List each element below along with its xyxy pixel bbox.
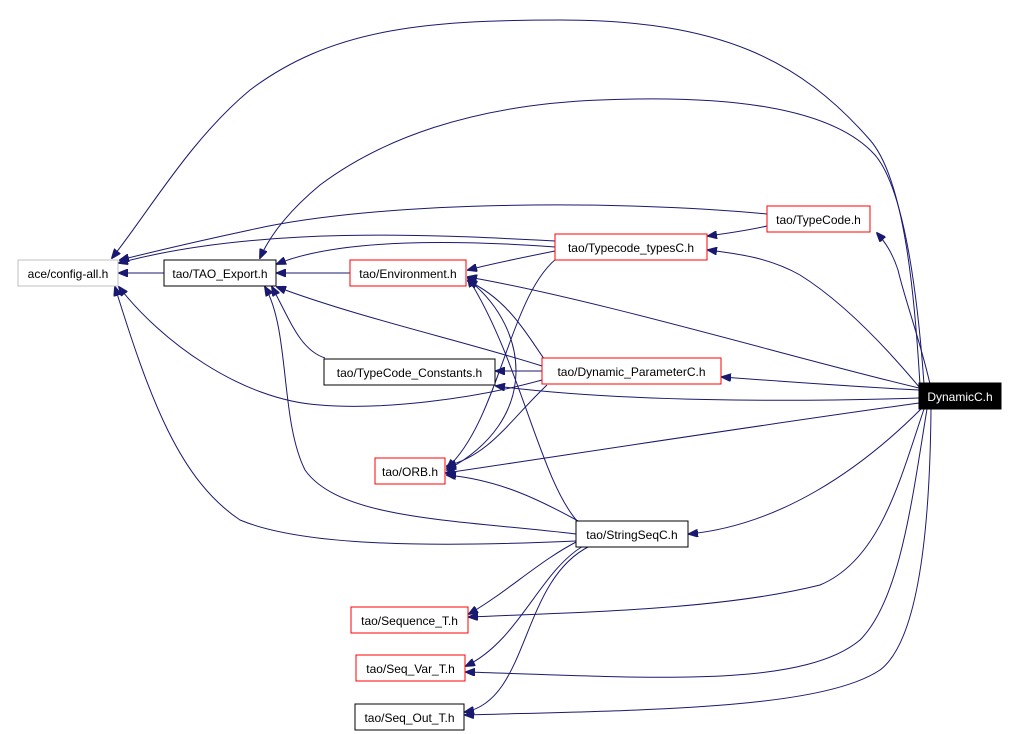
edge-typecode-typesc-to-tao-export (277, 241, 556, 264)
node-label: tao/TAO_Export.h (172, 267, 267, 281)
node-label: tao/Environment.h (359, 267, 456, 281)
edge-dynamicc-to-config-all (112, 19, 921, 386)
node-box (355, 654, 466, 682)
node-dynamic-parameterc[interactable]: tao/Dynamic_ParameterC.h (541, 357, 722, 385)
node-box (163, 259, 277, 287)
node-label: tao/Sequence_T.h (361, 614, 458, 628)
edge-dynamicc-to-tao-export (260, 98, 925, 385)
node-box (17, 259, 119, 287)
node-orb[interactable]: tao/ORB.h (374, 457, 446, 485)
edge-dynamic-parameterc-to-orb (447, 384, 548, 466)
node-sequence-t[interactable]: tao/Sequence_T.h (350, 606, 469, 634)
edge-typecode-typesc-to-environment (468, 250, 556, 270)
node-label: tao/ORB.h (382, 465, 438, 479)
edge-stringseqc-to-orb (447, 475, 581, 523)
edge-dynamicc-to-seq-var-t (466, 408, 928, 678)
edge-stringseqc-to-sequence-t (469, 539, 581, 614)
node-box (354, 703, 465, 731)
node-box (575, 520, 689, 548)
edge-dynamic-parameterc-to-tao-export (277, 287, 543, 367)
node-seq-out-t[interactable]: tao/Seq_Out_T.h (354, 703, 465, 731)
node-label: tao/StringSeqC.h (586, 528, 677, 542)
node-box (918, 382, 1002, 410)
edge-dynamicc-to-environment (468, 277, 920, 389)
node-config-all[interactable]: ace/config-all.h (17, 259, 119, 287)
edge-typecode-constants-to-tao-export (272, 287, 326, 359)
node-label: tao/TypeCode_Constants.h (337, 366, 482, 380)
node-label: tao/TypeCode.h (776, 213, 861, 227)
edge-dynamicc-to-typecode (877, 233, 931, 385)
node-label: tao/Seq_Out_T.h (364, 711, 454, 725)
edge-stringseqc-to-tao-export (265, 287, 577, 535)
edge-dynamic-parameterc-to-config-all (119, 287, 543, 407)
nodes-layer: ace/config-all.h tao/TAO_Export.h tao/Envi… (17, 205, 1002, 731)
edge-stringseqc-to-config-all (115, 287, 577, 545)
node-typecode[interactable]: tao/TypeCode.h (766, 205, 871, 233)
node-box (541, 357, 722, 385)
node-tao-export[interactable]: tao/TAO_Export.h (163, 259, 277, 287)
edge-dynamicc-to-orb (446, 402, 920, 473)
node-box (374, 457, 446, 485)
edge-dynamicc-to-typecode-constants (496, 386, 920, 401)
node-box (349, 259, 467, 287)
edge-stringseqc-to-environment (468, 278, 579, 523)
edge-dynamicc-to-sequence-t (469, 408, 925, 617)
node-typecode-constants[interactable]: tao/TypeCode_Constants.h (323, 358, 496, 386)
edges-layer (112, 19, 932, 715)
node-typecode-typesc[interactable]: tao/Typecode_typesC.h (554, 233, 708, 261)
edge-stringseqc-to-seq-var-t (466, 544, 586, 666)
edge-dynamicc-to-typecode-typesc (708, 250, 921, 389)
node-label: DynamicC.h (927, 390, 992, 404)
edge-typecode-typesc-to-config-all (119, 234, 556, 263)
node-seq-var-t[interactable]: tao/Seq_Var_T.h (355, 654, 466, 682)
edge-typecode-to-config-all (120, 204, 768, 260)
node-box (554, 233, 708, 261)
node-stringseqc[interactable]: tao/StringSeqC.h (575, 520, 689, 548)
edge-dynamicc-to-seq-out-t (465, 408, 932, 715)
edge-typecode-typesc-to-orb (447, 255, 561, 468)
node-label: ace/config-all.h (28, 267, 109, 281)
node-environment[interactable]: tao/Environment.h (349, 259, 467, 287)
node-label: tao/Typecode_typesC.h (568, 241, 694, 255)
edge-typecode-to-typecode-typesc (708, 225, 768, 236)
node-box (766, 205, 871, 233)
edge-dynamicc-to-stringseqc (689, 408, 922, 534)
edge-dynamicc-to-dynamic-parameterc (722, 377, 920, 391)
edge-dynamic-parameterc-to-environment (468, 281, 546, 361)
edge-stringseqc-to-seq-out-t (465, 545, 591, 712)
node-box (350, 606, 469, 634)
node-box (323, 358, 496, 386)
node-label: tao/Dynamic_ParameterC.h (557, 365, 705, 379)
edge-environment-to-orb (447, 280, 517, 470)
node-label: tao/Seq_Var_T.h (366, 662, 455, 676)
node-dynamicc[interactable]: DynamicC.h (918, 382, 1002, 410)
